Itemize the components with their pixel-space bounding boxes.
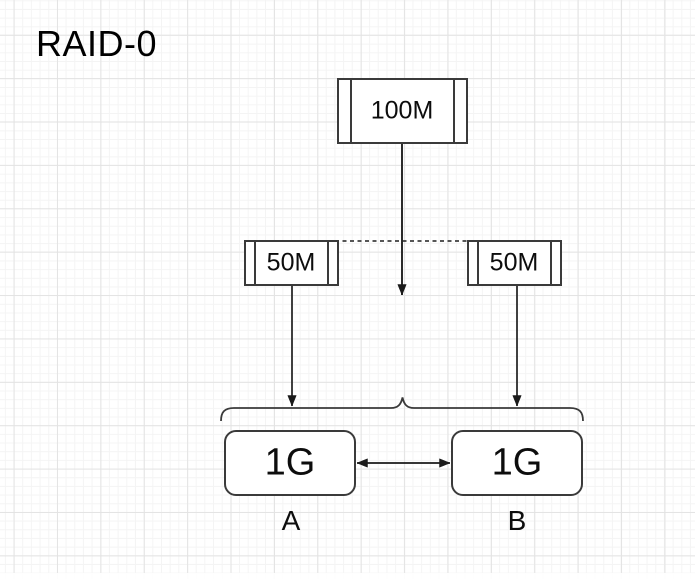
stripe-block-a-label[interactable]: 50M bbox=[266, 248, 316, 277]
stripe-block-b-shape[interactable] bbox=[467, 240, 562, 286]
stripe-block-a-shape[interactable] bbox=[244, 240, 339, 286]
disks-brace[interactable] bbox=[220, 397, 584, 422]
disk-a-capacity-label[interactable]: 1G bbox=[264, 441, 316, 484]
write-block-shape[interactable] bbox=[337, 78, 468, 144]
disk-b-shape[interactable] bbox=[451, 430, 583, 496]
disk-a-shape[interactable] bbox=[224, 430, 356, 496]
disk-a-name-label[interactable]: A bbox=[281, 505, 301, 536]
write-block-label[interactable]: 100M bbox=[370, 96, 434, 125]
disk-b-capacity-label[interactable]: 1G bbox=[491, 441, 543, 484]
stripe-block-b-label[interactable]: 50M bbox=[489, 248, 539, 277]
page-title[interactable]: RAID-0 bbox=[36, 23, 158, 64]
disk-b-name-label[interactable]: B bbox=[507, 505, 527, 536]
